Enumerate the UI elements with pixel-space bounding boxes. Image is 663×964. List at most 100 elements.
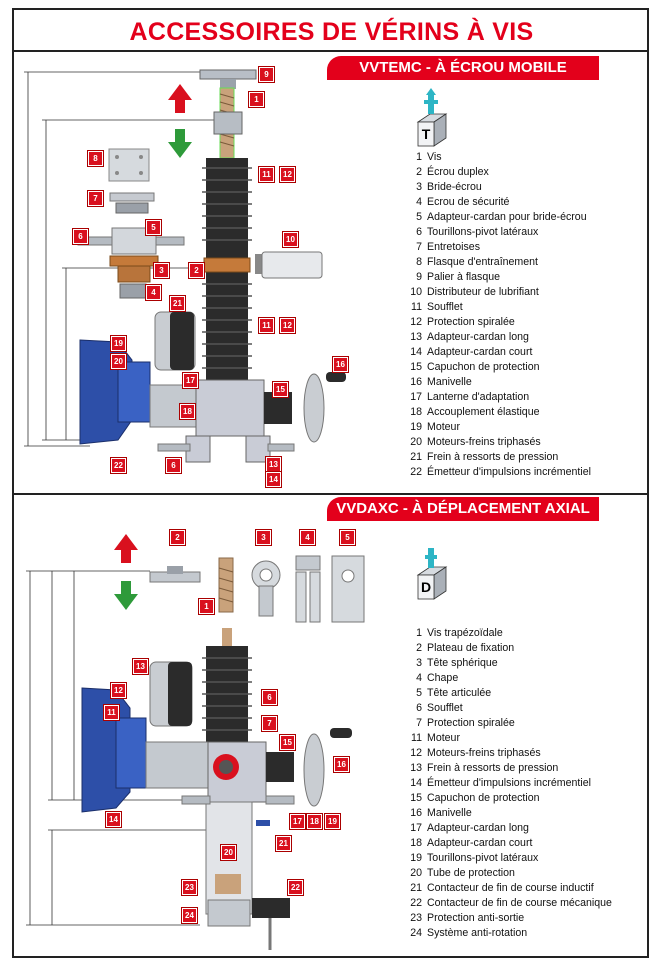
legend-text: Tête sphérique: [427, 657, 498, 669]
legend-text: Bride-écrou: [427, 181, 482, 193]
callout-badge: 6: [166, 458, 181, 473]
legend-number: 22: [410, 897, 422, 909]
callout-badge: 23: [182, 880, 197, 895]
legend-text: Écrou duplex: [427, 166, 489, 178]
legend-number: 18: [410, 406, 422, 418]
callout-badge: 14: [266, 472, 281, 487]
legend-number: 5: [416, 211, 422, 223]
legend-row: 20 Moteurs-freins triphasés: [408, 435, 591, 450]
legend-number: 17: [410, 822, 422, 834]
legend-text: Adapteur-cardan court: [427, 837, 533, 849]
callout-badge: 20: [221, 845, 236, 860]
legend-number: 19: [410, 421, 422, 433]
legend-number: 6: [416, 702, 422, 714]
legend-number: 16: [410, 807, 422, 819]
legend-text: Palier à flasque: [427, 271, 501, 283]
title-divider: [12, 50, 649, 52]
legend-number: 14: [410, 777, 422, 789]
callout-badge: 11: [104, 705, 119, 720]
legend-text: Manivelle: [427, 376, 472, 388]
legend-text: Protection anti-sortie: [427, 912, 525, 924]
callout-badge: 3: [154, 263, 169, 278]
legend-number: 18: [410, 837, 422, 849]
callout-badge: 8: [88, 151, 103, 166]
legend-text: Distributeur de lubrifiant: [427, 286, 539, 298]
legend-text: Tourillons-pivot latéraux: [427, 852, 539, 864]
callout-badge: 15: [280, 735, 295, 750]
legend-text: Émetteur d'impulsions incrémentiel: [427, 777, 591, 789]
callout-badge: 24: [182, 908, 197, 923]
legend-text: Capuchon de protection: [427, 361, 540, 373]
section2-banner: VVDAXC - À DÉPLACEMENT AXIAL: [327, 497, 599, 521]
legend-text: Chape: [427, 672, 459, 684]
callout-badge: 16: [333, 357, 348, 372]
legend-number: 1: [416, 151, 422, 163]
callout-badge: 2: [189, 263, 204, 278]
legend-number: 15: [410, 792, 422, 804]
legend-text: Tube de protection: [427, 867, 515, 879]
legend-number: 14: [410, 346, 422, 358]
callout-badge: 19: [111, 336, 126, 351]
legend-text: Protection spiralée: [427, 717, 515, 729]
legend-text: Adapteur-cardan long: [427, 331, 529, 343]
legend-text: Soufflet: [427, 702, 463, 714]
callout-badge: 11: [259, 167, 274, 182]
legend-number: 4: [416, 196, 422, 208]
legend-number: 13: [410, 331, 422, 343]
legend-text: Adapteur-cardan long: [427, 822, 529, 834]
cube-t-letter: T: [421, 126, 431, 142]
legend-number: 5: [416, 687, 422, 699]
callout-badge: 14: [106, 812, 121, 827]
legend-number: 17: [410, 391, 422, 403]
section-divider: [12, 493, 649, 495]
legend-row: 17 Adapteur-cardan long: [408, 821, 612, 836]
callout-badge: 11: [259, 318, 274, 333]
legend-row: 14 Émetteur d'impulsions incrémentiel: [408, 776, 612, 791]
legend-row: 1 Vis trapézoïdale: [408, 626, 612, 641]
legend-row: 13 Adapteur-cardan long: [408, 330, 591, 345]
legend-number: 23: [410, 912, 422, 924]
legend-text: Moteurs-freins triphasés: [427, 436, 541, 448]
legend-text: Vis trapézoïdale: [427, 627, 503, 639]
callout-badge: 12: [280, 318, 295, 333]
legend-number: 20: [410, 436, 422, 448]
legend-number: 3: [416, 657, 422, 669]
legend-number: 1: [416, 627, 422, 639]
section1-banner: VVTEMC - À ÉCROU MOBILE: [327, 56, 599, 80]
callout-badge: 7: [262, 716, 277, 731]
legend-text: Moteur: [427, 732, 460, 744]
callout-badge: 22: [288, 880, 303, 895]
legend-text: Frein à ressorts de pression: [427, 762, 559, 774]
legend-text: Moteurs-freins triphasés: [427, 747, 541, 759]
legend-number: 2: [416, 642, 422, 654]
legend-text: Frein à ressorts de pression: [427, 451, 559, 463]
callout-badge: 9: [259, 67, 274, 82]
page-frame: [12, 8, 649, 958]
callout-badge: 1: [199, 599, 214, 614]
callout-badge: 5: [146, 220, 161, 235]
legend-text: Entretoises: [427, 241, 480, 253]
